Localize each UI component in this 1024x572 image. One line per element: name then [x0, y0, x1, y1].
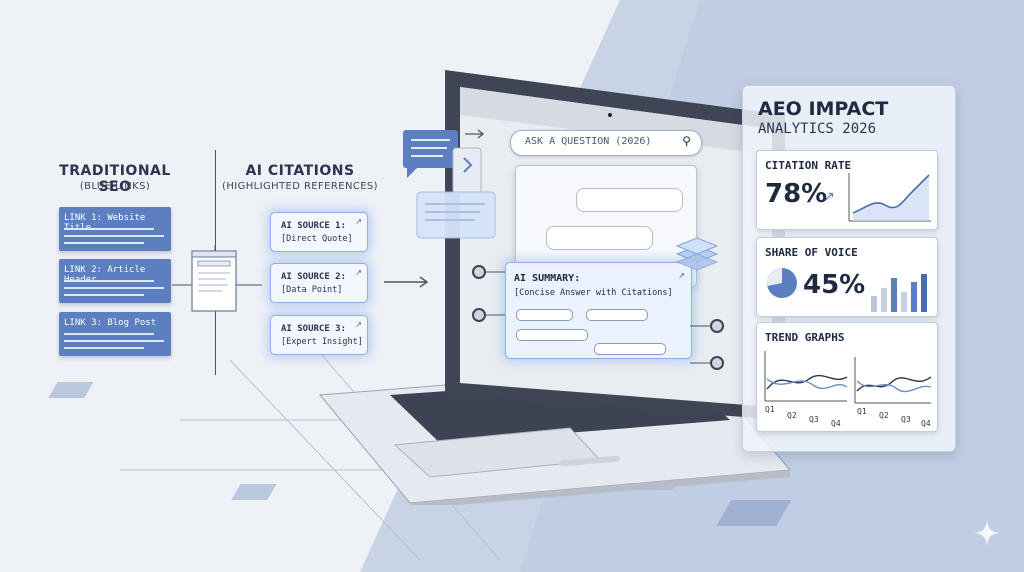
citation-chip[interactable] [594, 343, 666, 355]
source-detail: [Direct Quote] [281, 234, 353, 244]
link-card-label: LINK 2: Article Header [64, 265, 146, 285]
arrow-right-icon [384, 276, 429, 288]
source-title: AI SOURCE 2: [281, 272, 347, 282]
external-link-icon[interactable]: ↗ [355, 268, 362, 277]
citation-chip[interactable] [516, 329, 588, 341]
source-detail: [Expert Insight] [281, 337, 363, 347]
source-title: AI SOURCE 1: [281, 221, 347, 231]
browser-connector [172, 245, 262, 312]
trend-chart-2 [854, 357, 932, 404]
layers-icon [675, 237, 719, 271]
ai-citations-title: AI CITATIONS [245, 163, 355, 179]
ai-source-card-2[interactable]: AI SOURCE 2: [Data Point] ↗ [270, 263, 368, 303]
link-card-3[interactable]: LINK 3: Blog Post [59, 312, 171, 356]
quarter-label: Q3 [809, 415, 819, 424]
chat-bubbles-icon [403, 129, 496, 239]
link-card-label: LINK 3: Blog Post [64, 318, 157, 328]
quarter-label: Q2 [787, 411, 797, 420]
source-detail: [Data Point] [281, 285, 343, 295]
ai-summary-card[interactable]: AI SUMMARY: [Concise Answer with Citatio… [505, 262, 692, 359]
link-card-label: LINK 1: Website Title [64, 213, 146, 233]
external-link-icon[interactable]: ↗ [678, 271, 685, 280]
external-link-icon[interactable]: ↗ [355, 217, 362, 226]
quarter-label: Q3 [901, 415, 911, 424]
link-card-2[interactable]: LINK 2: Article Header [59, 259, 171, 303]
trend-graphs-card[interactable]: TREND GRAPHS Q1 Q2 Q3 Q4 Q1 Q2 Q3 Q4 [756, 322, 938, 432]
quarter-label: Q2 [879, 411, 889, 420]
connector-nodes [472, 265, 724, 370]
citation-rate-label: CITATION RATE [765, 159, 852, 172]
ai-source-card-3[interactable]: AI SOURCE 3: [Expert Insight] ↗ [270, 315, 368, 355]
quarter-label: Q4 [831, 419, 841, 428]
search-placeholder: ASK A QUESTION (2026) [525, 136, 652, 147]
pie-chart-icon [766, 268, 797, 298]
trend-chart-1 [764, 351, 848, 402]
ai-summary-title: AI SUMMARY: [514, 273, 581, 284]
trend-graphs-label: TREND GRAPHS [765, 331, 845, 344]
traditional-seo-title: TRADITIONAL SEO [59, 163, 171, 195]
search-bar[interactable]: ASK A QUESTION (2026) ⚲ [510, 130, 702, 156]
link-card-1[interactable]: LINK 1: Website Title [59, 207, 171, 251]
share-of-voice-bars [871, 274, 927, 312]
share-of-voice-card[interactable]: SHARE OF VOICE 45% [756, 237, 938, 317]
citation-rate-card[interactable]: CITATION RATE 78% ↗ [756, 150, 938, 230]
search-icon[interactable]: ⚲ [682, 134, 691, 148]
arrow-up-right-icon: ↗ [823, 189, 835, 205]
share-of-voice-value: 45% [803, 270, 866, 300]
share-of-voice-label: SHARE OF VOICE [765, 246, 858, 259]
chat-bubble [576, 188, 683, 212]
chat-bubble [546, 226, 653, 250]
external-link-icon[interactable]: ↗ [355, 320, 362, 329]
ai-citations-subtitle: (HIGHLIGHTED REFERENCES) [222, 181, 378, 192]
ai-source-card-1[interactable]: AI SOURCE 1: [Direct Quote] ↗ [270, 212, 368, 252]
ai-summary-subtitle: [Concise Answer with Citations] [514, 288, 673, 298]
analytics-title: AEO IMPACT [758, 98, 889, 120]
sparkle-icon [974, 520, 1000, 546]
source-title: AI SOURCE 3: [281, 324, 347, 334]
citation-chip[interactable] [516, 309, 573, 321]
analytics-subtitle: ANALYTICS 2026 [758, 121, 877, 137]
traditional-seo-subtitle: (BLUE LINKS) [79, 181, 151, 192]
quarter-label: Q1 [857, 407, 867, 416]
citation-rate-chart [848, 173, 931, 222]
quarter-label: Q1 [765, 405, 775, 414]
citation-rate-value: 78% [765, 179, 828, 209]
citation-chip[interactable] [586, 309, 648, 321]
quarter-label: Q4 [921, 419, 931, 428]
